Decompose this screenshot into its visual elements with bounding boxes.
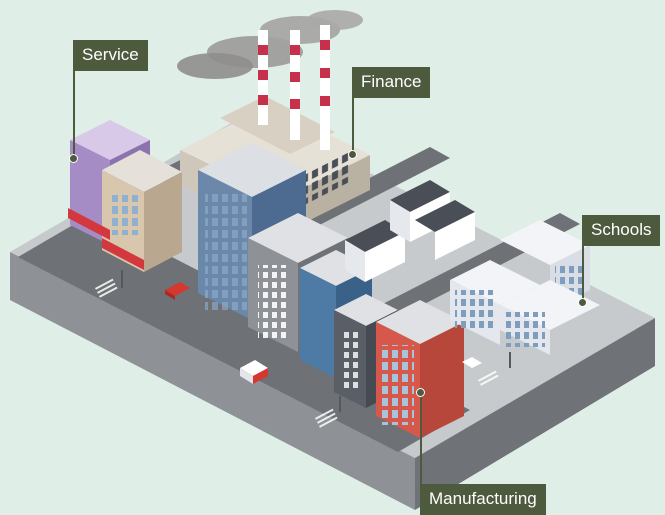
schools-label: Schools (582, 215, 661, 246)
manufacturing-label: Manufacturing (420, 484, 546, 515)
finance-label: Finance (352, 67, 431, 98)
schools-callout-line (582, 244, 584, 302)
school-buildings (450, 220, 600, 355)
finance-callout-line (352, 96, 354, 154)
service-buildings (68, 120, 182, 272)
houses (345, 180, 475, 282)
red-building (376, 300, 464, 438)
service-callout-dot (69, 154, 78, 163)
manufacturing-callout-dot (416, 388, 425, 397)
finance-callout-dot (348, 150, 357, 159)
street-lamps (121, 270, 511, 412)
vehicles (165, 282, 482, 384)
schools-callout-dot (578, 298, 587, 307)
service-label: Service (73, 40, 148, 71)
manufacturing-callout-line (420, 392, 422, 488)
service-callout-line (73, 70, 75, 158)
